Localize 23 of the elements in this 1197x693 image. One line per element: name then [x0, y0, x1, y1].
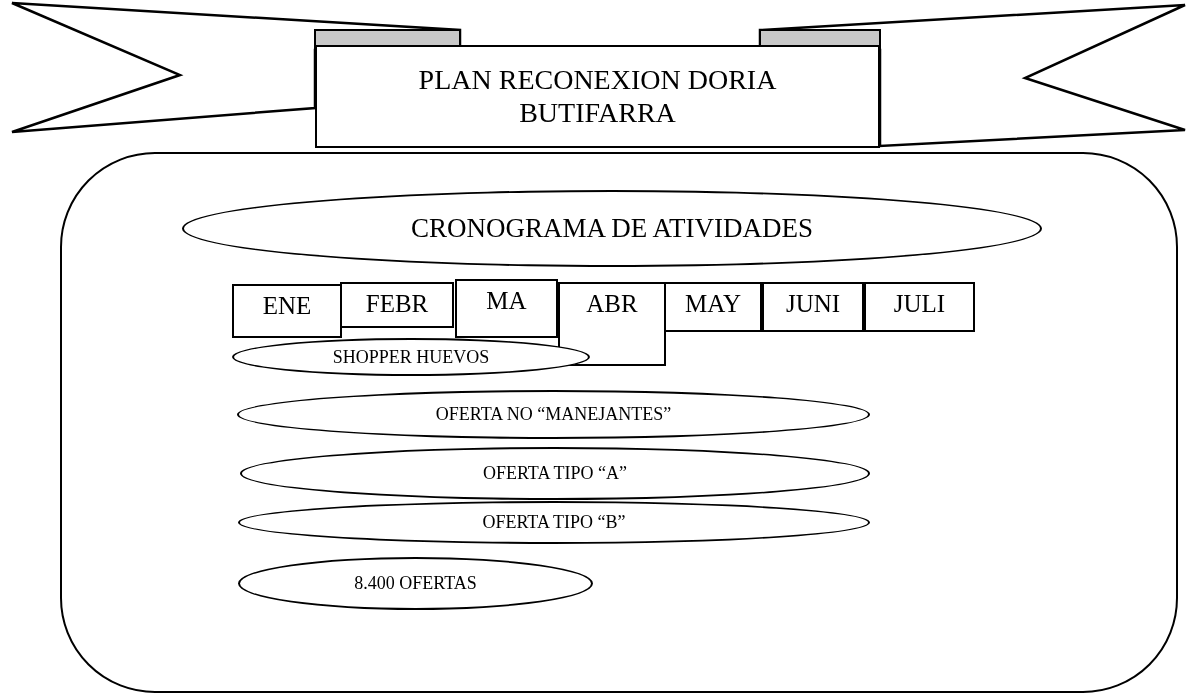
node-label: OFERTA TIPO “A” — [482, 463, 628, 484]
node-label: FEBR — [365, 290, 429, 319]
month-box — [664, 282, 762, 332]
node-label: OFERTA NO “MANEJANTES” — [435, 404, 672, 425]
rounded-frame — [60, 152, 1178, 693]
node-label: SHOPPER HUEVOS — [332, 346, 490, 368]
node-label: 8.400 OFERTAS — [354, 573, 477, 594]
node-label: OFERTA TIPO “B” — [482, 512, 626, 533]
month-box — [340, 282, 454, 328]
node-label: CRONOGRAMA DE ATIVIDADES — [411, 212, 813, 244]
title-text: PLAN RECONEXION DORIA BUTIFARRA — [417, 64, 778, 129]
node-label: MA — [486, 287, 527, 316]
month-box — [232, 284, 342, 338]
month-box — [864, 282, 975, 332]
month-box — [558, 282, 666, 366]
node-label: JUNI — [785, 290, 841, 319]
node-label: JULI — [893, 290, 946, 319]
node-label: ABR — [586, 290, 638, 319]
title-banner-box — [315, 45, 880, 148]
node-label: ENE — [262, 292, 312, 321]
month-box — [762, 282, 864, 332]
month-box — [455, 279, 558, 338]
node-label: MAY — [684, 290, 741, 319]
